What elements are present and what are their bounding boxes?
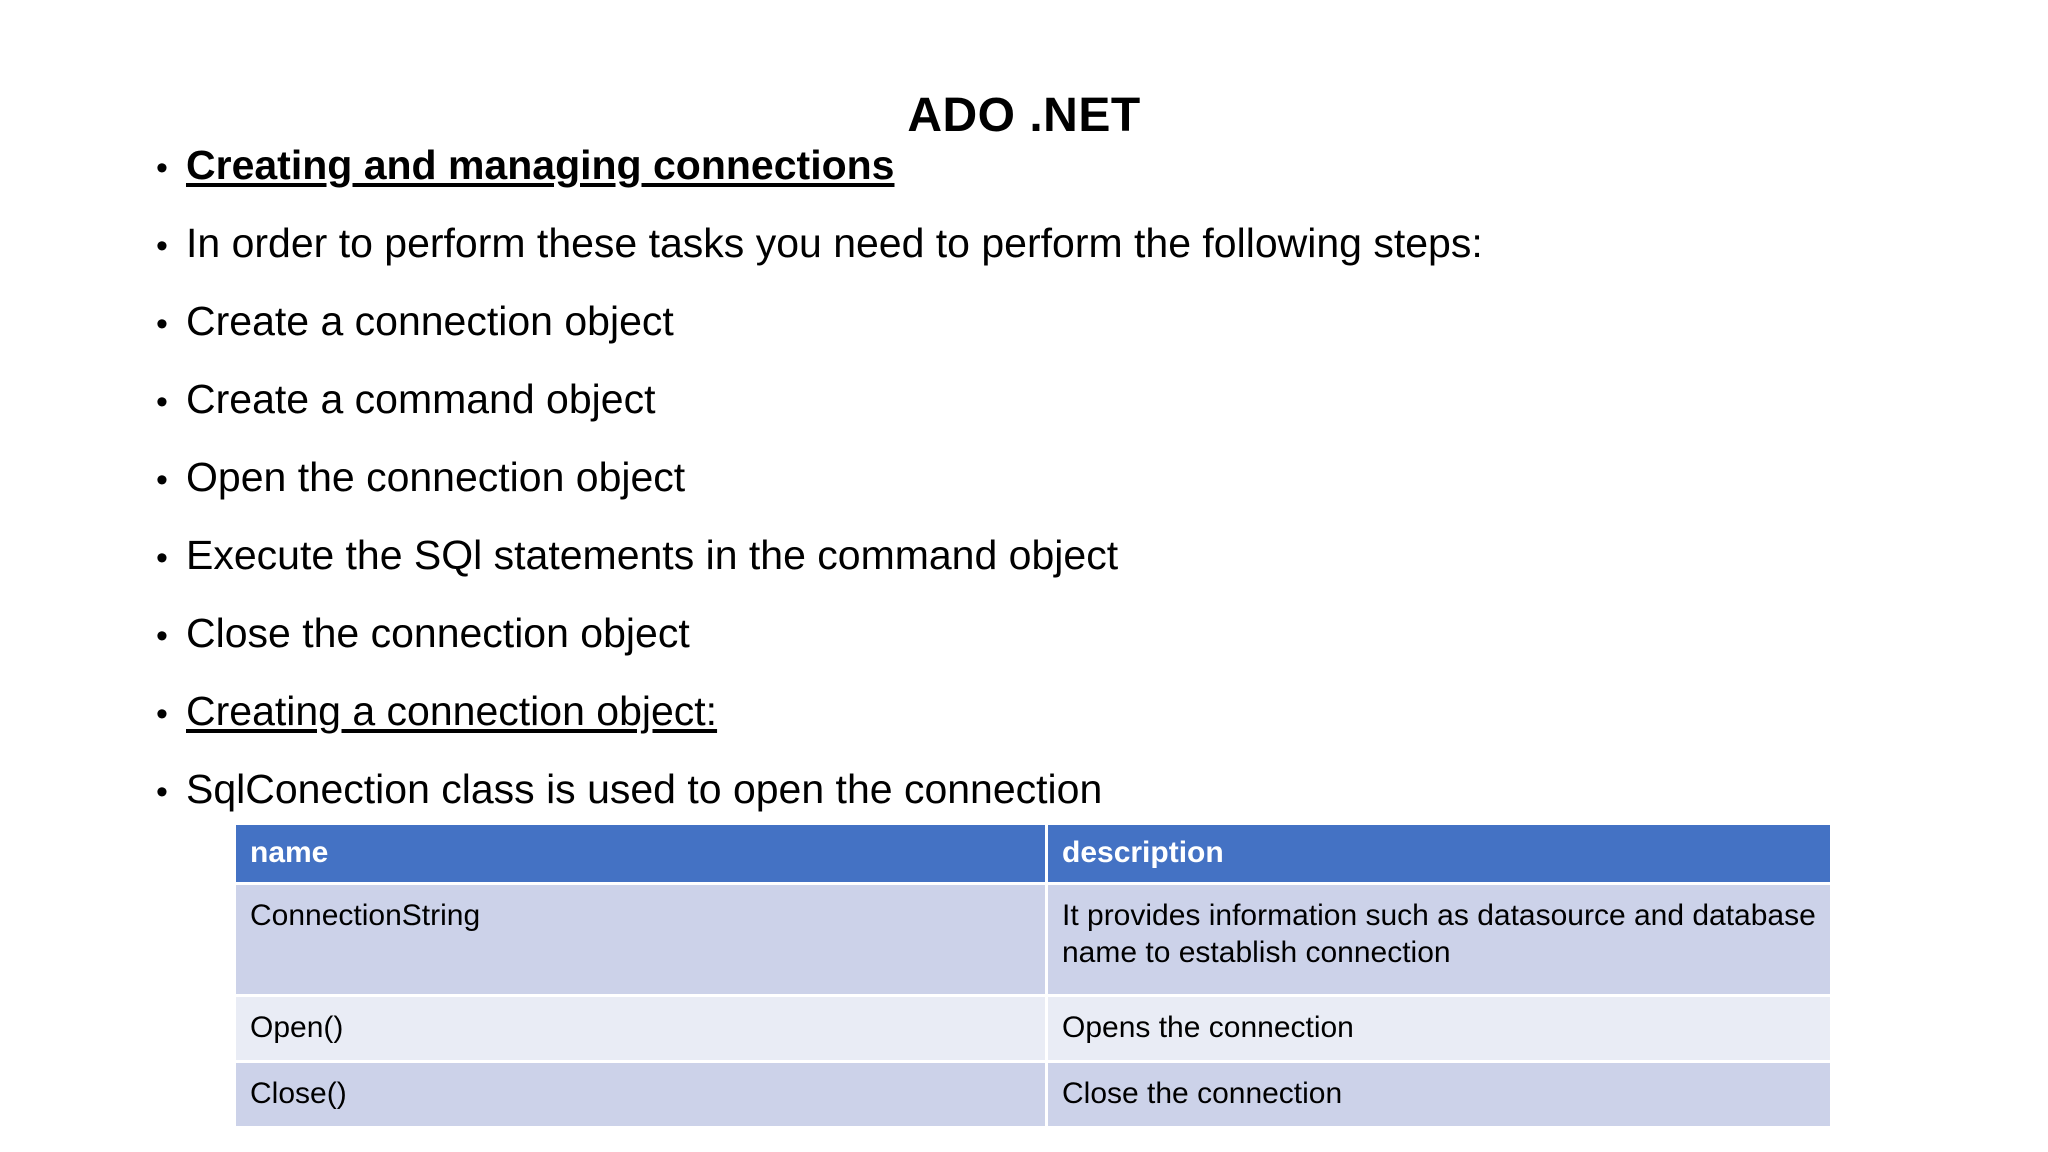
cell-description-open: Opens the connection (1048, 996, 1830, 1063)
bullet-dot-icon: • (156, 461, 168, 499)
cell-name-close: Close() (236, 1062, 1048, 1129)
table-row: Open() Opens the connection (236, 996, 1830, 1063)
column-header-name: name (236, 825, 1048, 885)
list-item: • Create a connection object (150, 298, 1910, 377)
bullet-dot-icon: • (156, 149, 168, 187)
bullet-text-execute-sql-statements: Execute the SQl statements in the comman… (186, 532, 1119, 578)
bullet-text-open-connection-object: Open the connection object (186, 454, 686, 500)
bullet-text-close-connection-object: Close the connection object (186, 610, 690, 656)
connection-members-table: name description ConnectionString It pro… (236, 825, 1830, 1129)
bullet-text-creating-managing-connections: Creating and managing connections (186, 142, 895, 188)
cell-name-open: Open() (236, 996, 1048, 1063)
bullet-list: • Creating and managing connections • In… (150, 142, 1910, 845)
bullet-text-create-connection-object: Create a connection object (186, 298, 674, 344)
cell-name-connectionstring: ConnectionString (236, 884, 1048, 997)
table-header: name description (236, 825, 1830, 885)
bullet-dot-icon: • (156, 383, 168, 421)
bullet-text-steps-intro: In order to perform these tasks you need… (186, 220, 1483, 266)
cell-description-connectionstring: It provides information such as datasour… (1048, 884, 1830, 997)
cell-description-close: Close the connection (1048, 1062, 1830, 1129)
list-item: • In order to perform these tasks you ne… (150, 220, 1910, 299)
bullet-text-create-command-object: Create a command object (186, 376, 656, 422)
list-item: • Creating a connection object: (150, 688, 1910, 767)
bullet-dot-icon: • (156, 773, 168, 811)
list-item: • Creating and managing connections (150, 142, 1910, 221)
table-header-row: name description (236, 825, 1830, 885)
bullet-dot-icon: • (156, 539, 168, 577)
list-item: • Close the connection object (150, 610, 1910, 689)
bullet-dot-icon: • (156, 617, 168, 655)
list-item: • Execute the SQl statements in the comm… (150, 532, 1910, 611)
bullet-dot-icon: • (156, 695, 168, 733)
bullet-dot-icon: • (156, 227, 168, 265)
table-row: ConnectionString It provides information… (236, 884, 1830, 997)
column-header-description: description (1048, 825, 1830, 885)
list-item: • SqlConection class is used to open the… (150, 766, 1910, 845)
bullet-text-sqlconnection-class: SqlConection class is used to open the c… (186, 766, 1103, 812)
bullet-text-creating-connection-object-heading: Creating a connection object: (186, 688, 718, 734)
table-row: Close() Close the connection (236, 1062, 1830, 1129)
page-title: ADO .NET (907, 89, 1141, 142)
list-item: • Open the connection object (150, 454, 1910, 533)
bullet-dot-icon: • (156, 305, 168, 343)
list-item: • Create a command object (150, 376, 1910, 455)
table-body: ConnectionString It provides information… (236, 884, 1830, 1129)
